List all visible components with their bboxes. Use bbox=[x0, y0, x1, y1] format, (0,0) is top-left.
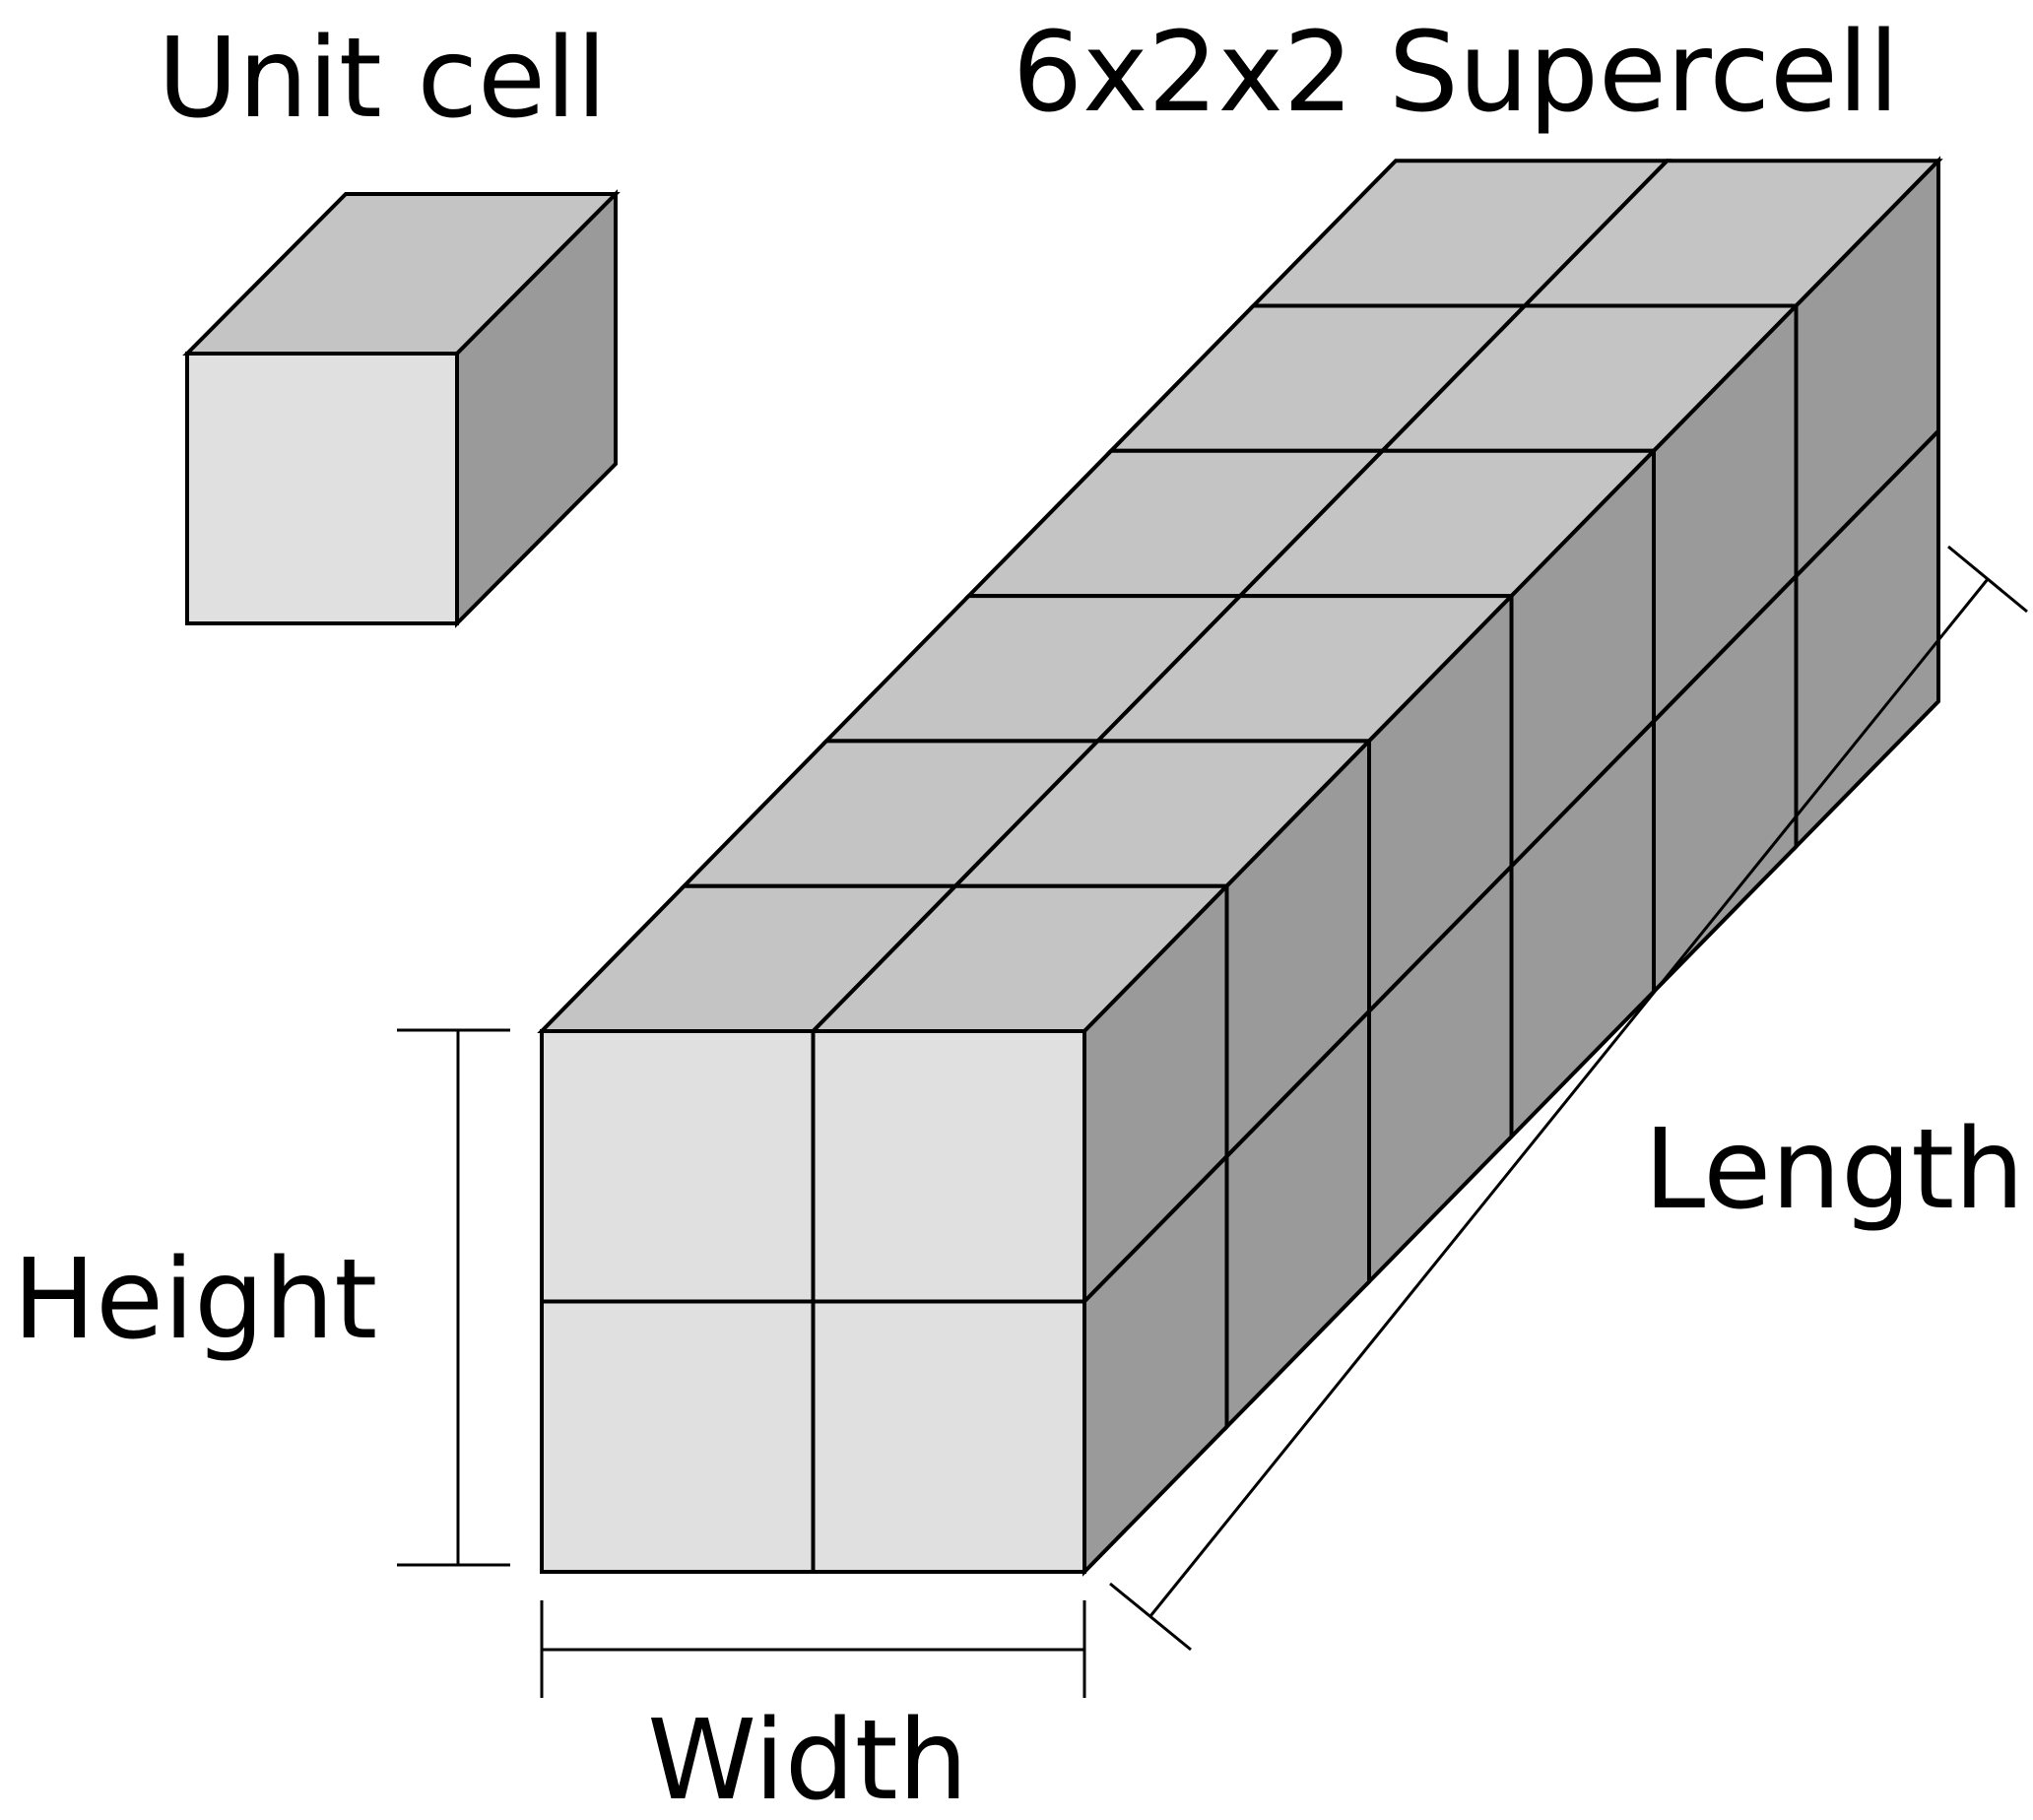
length-label: Length bbox=[1644, 1106, 2024, 1234]
unit-cell-title: Unit cell bbox=[158, 15, 607, 143]
height-label: Height bbox=[13, 1236, 377, 1364]
height-dimension bbox=[397, 1028, 510, 1567]
length-dimension bbox=[1109, 545, 2028, 1652]
width-dimension bbox=[540, 1600, 1086, 1698]
supercell-front-cell bbox=[811, 1029, 1086, 1304]
unit-cell-box bbox=[182, 189, 621, 628]
supercell-box bbox=[537, 156, 1943, 1577]
supercell-front-cell bbox=[540, 1029, 816, 1304]
width-label: Width bbox=[647, 1697, 967, 1820]
supercell-front-cell bbox=[811, 1299, 1086, 1574]
unit-cell-front-face bbox=[185, 352, 459, 625]
supercell-title: 6x2x2 Supercell bbox=[1013, 9, 1899, 137]
supercell-front-cell bbox=[540, 1299, 816, 1574]
